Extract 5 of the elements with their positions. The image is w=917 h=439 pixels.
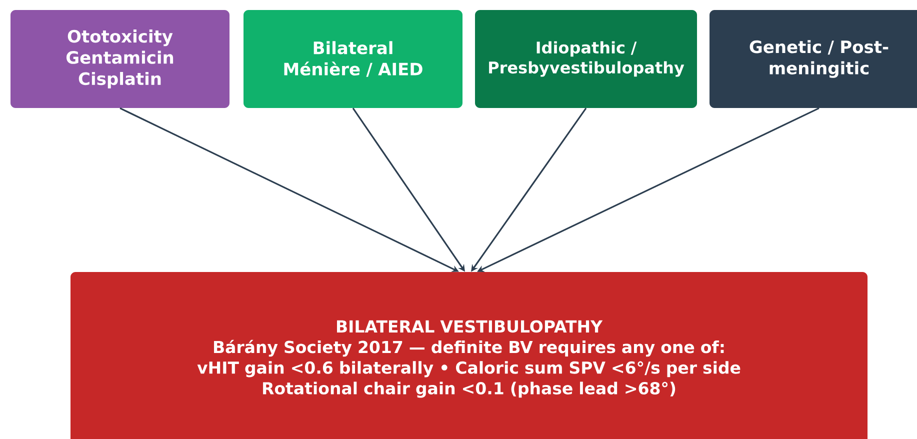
cause-box: Genetic / Post-meningitic	[710, 10, 917, 108]
cause-box: Idiopathic / Presbyvestibulopathy	[475, 10, 697, 108]
cause-box: Bilateral Ménière / AIED	[244, 10, 462, 108]
diagnosis-box: BILATERAL VESTIBULOPATHY Bárány Society 2017 — definite BV requires any one of: vHIT gain <0.6 bilaterally • Caloric sum SPV <6°/s per side Rotational chair gain <0.1 (phase lead >68°)	[70, 272, 868, 439]
cause-box: Ototoxicity Gentamicin Cisplatin	[10, 10, 230, 108]
